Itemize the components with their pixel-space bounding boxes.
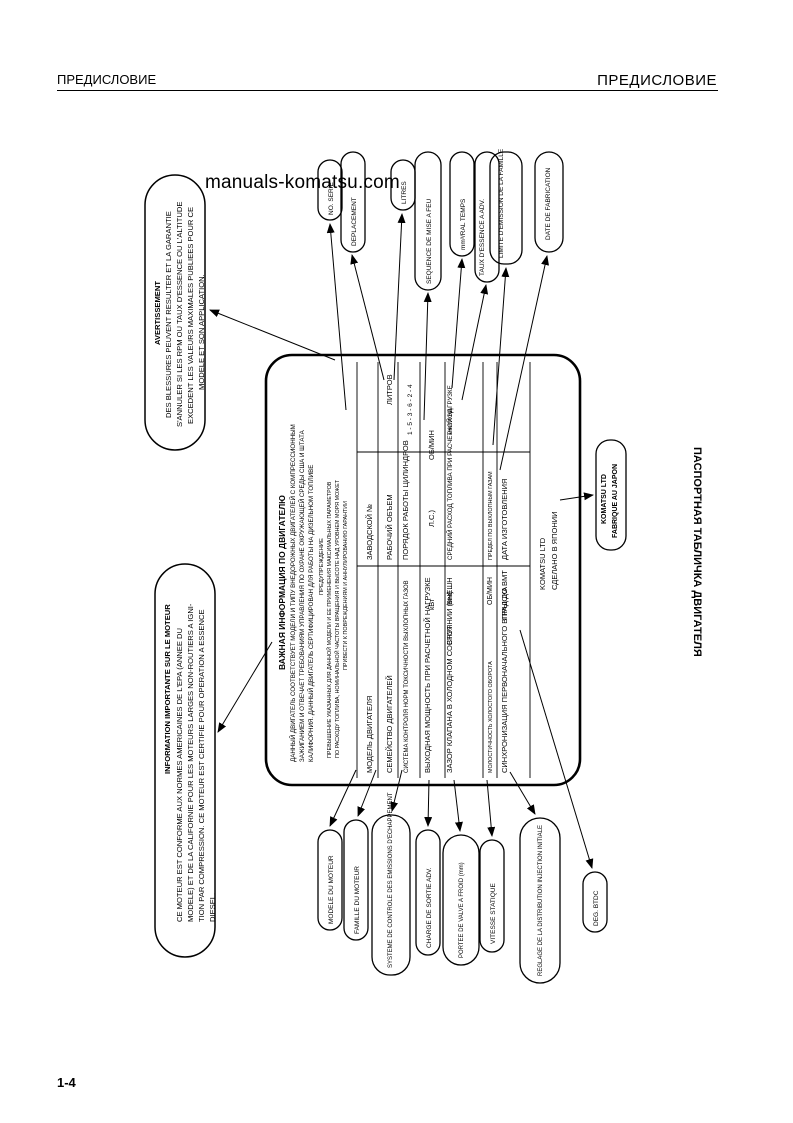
plate-power-label: ВЫХОДНАЯ МОЩНОСТЬ ПРИ РАСЧЕТНОЙ НАГРУЗКЕ xyxy=(423,577,432,773)
callout-emission-limit: LIMITE D'EMISSION DE LA FAMILLE xyxy=(498,148,505,258)
plate-serial-label: ЗАВОДСКОЙ № xyxy=(365,504,374,560)
info-line-1: CE MOTEUR EST CONFORME AUX NORMES AMERIC… xyxy=(175,628,184,922)
header-right-title: ПРЕДИСЛОВИЕ xyxy=(597,72,717,89)
engine-plate: ВАЖНАЯ ИНФОРМАЦИЯ ПО ДВИГАТЕЛЮ ДАННЫЙ ДВ… xyxy=(264,353,582,787)
callout-fuel-stroke: mm³/RAL TEMPS xyxy=(460,198,467,250)
plate-btdc: ГРАД ДО ВМТ xyxy=(500,570,509,620)
info-line-3: TION PAR COMPRESSION. CE MOTEUR EST CERT… xyxy=(197,609,206,922)
plate-valve-label: ЗАЗОР КЛАПАНА В ХОЛОДНОМ СОСТОЯНИИ (мм) xyxy=(445,591,454,773)
plate-caution-2: ПО РАСХОДУ ТОПЛИВА, НОМИНАЛЬНОЙ ЧАСТОТЫ … xyxy=(333,479,341,758)
callout-engine-model: MODELE DU MOTEUR xyxy=(328,855,335,924)
plate-limit-label: ПРЕДЕЛ ПО ВЫХЛОПНЫМ ГАЗАМ xyxy=(488,471,494,560)
plate-kw: кВт xyxy=(427,598,436,610)
plate-fuel-unit: мм³/ХОД xyxy=(447,408,454,435)
plate-caution-1: ПРЕВЫШЕНИЕ УКАЗАННЫХ ДЛЯ ДАННОЙ МОДЕЛИ И… xyxy=(325,481,333,758)
plate-maker: KOMATSU LTD xyxy=(538,537,547,590)
warning-line-1: DES BLESSURES PEUVENT RESULTER ET LA GAR… xyxy=(164,211,173,418)
warning-line-4: MODELE ET SON APPLICATION. xyxy=(197,274,206,390)
plate-firing-value: 1 - 5 - 3 - 6 - 2 - 4 xyxy=(407,384,414,435)
plate-date-label: ДАТА ИЗГОТОВЛЕНИЯ xyxy=(500,479,509,560)
plate-intro-3: КАЛИФОРНИЯ. ДАННЫЙ ДВИГАТЕЛЬ СЕРТИФИЦИРО… xyxy=(307,465,315,762)
warning-box: AVERTISSEMENT DES BLESSURES PEUVENT RESU… xyxy=(144,174,206,451)
plate-emission-label: СИСТЕМА КОНТРОЛЯ НОРМ ТОКСИЧНОСТИ ВЫХЛОП… xyxy=(404,580,410,773)
warning-line-2: S'ANNULER SI LES RPM OU TAUX D'ESSENCE O… xyxy=(175,202,184,427)
callout-displacement: DEPLACEMENT xyxy=(351,197,358,246)
leader-lines xyxy=(209,213,594,869)
callout-rated-load: CHARGE DE SORTIE ADV. xyxy=(426,867,433,948)
side-title: ПАСПОРТНАЯ ТАБЛИЧКА ДВИГАТЕЛЯ xyxy=(691,447,703,657)
plate-made-in: СДЕЛАНО В ЯПОНИИ xyxy=(550,511,559,590)
plate-liters-label: ЛИТРОВ xyxy=(385,374,394,405)
plate-fuel-label: СРЕДНИЙ РАСХОД ТОПЛИВА ПРИ РАСЧЕТНОЙ НАГ… xyxy=(446,385,454,560)
komatsu-box: KOMATSU LTD FABRIQUE AU JAPON xyxy=(595,439,627,551)
plate-rpm: ОБ/МИН xyxy=(427,430,436,460)
info-line-4: DIESEL. xyxy=(208,893,217,922)
info-title: INFORMATION IMPORTANTE SUR LE MOTEUR xyxy=(163,604,172,774)
callout-emission-system: SYSTEME DE CONTROLE DES EMISSIONS D'ECHA… xyxy=(388,792,394,968)
callout-liters: LITRES xyxy=(401,181,408,204)
plate-caution-title: ПРЕДУПРЕЖДЕНИЕ xyxy=(319,538,325,595)
warning-line-3: EXCEDENT LES VALEURS MAXIMALES PUBLIEES … xyxy=(186,207,195,424)
plate-ps: Л.С.) xyxy=(427,509,436,527)
callout-injection-timing: REGLAGE DE LA DISTRIBUTION INJECTION INI… xyxy=(538,825,544,976)
callout-deg-btdc: DEG. BTDC xyxy=(593,890,600,926)
top-callouts xyxy=(317,151,564,291)
callout-build-date: DATE DE FABRICATION xyxy=(545,167,552,240)
plate-exhaust: ВНЕШН xyxy=(445,577,454,605)
plate-caution-3: ПРИВЕСТИ К ПОВРЕЖДЕНИЯМ И АННУЛИРОВАНИЮ … xyxy=(343,501,349,670)
callout-serial: NO. SERIE xyxy=(328,181,335,215)
plate-model-label: МОДЕЛЬ ДВИГАТЕЛЯ xyxy=(365,696,374,773)
plate-family-label: СЕМЕЙСТВО ДВИГАТЕЛЕЙ xyxy=(385,675,394,773)
plate-idle-rpm: ОБ/МИН xyxy=(487,577,494,605)
plate-intro-2: ЗАЖИГАНИЕМ И ОТВЕЧАЕТ ТРЕБОВАНИЯМ УПРАВЛ… xyxy=(298,429,306,762)
info-box: INFORMATION IMPORTANTE SUR LE MOTEUR CE … xyxy=(154,563,217,958)
callout-static-speed: VITESSE STATIQUE xyxy=(490,883,497,944)
plate-firing-label: ПОРЯДОК РАБОТЫ ЦИЛИНДРОВ xyxy=(401,440,410,560)
page-number: 1-4 xyxy=(57,1075,76,1090)
info-line-2: MODELE) ET DE LA CALIFORNIE POUR LES MOT… xyxy=(186,603,195,922)
plate-intake: ВНУТ xyxy=(445,625,454,645)
callout-valve-lash: PORTEE DE VALVE A FROID (mm) xyxy=(459,862,465,958)
plate-displacement-label: РАБОЧИЙ ОБЪЕМ xyxy=(385,494,394,560)
header-rule xyxy=(57,90,718,91)
warning-title: AVERTISSEMENT xyxy=(153,281,162,345)
callout-fuel-rate: TAUX D'ESSENCE A ADV. xyxy=(479,199,486,276)
plate-timing-label: СИНХРОНИЗАЦИЯ ПЕРВОНАЧАЛЬНОГО ВПРЫСКА xyxy=(500,587,509,773)
header-left-title: ПРЕДИСЛОВИЕ xyxy=(57,72,157,87)
komatsu-box-line-1: KOMATSU LTD xyxy=(601,474,608,524)
plate-title: ВАЖНАЯ ИНФОРМАЦИЯ ПО ДВИГАТЕЛЮ xyxy=(277,495,287,670)
plate-idle-label: МОЛОСТИЧНОСТЬ ХОЛОСТОГО ОБОРОТА xyxy=(488,661,494,773)
plate-intro-1: ДАННЫЙ ДВИГАТЕЛЬ СООТВЕТСТВУЕТ МОДЕЛИ И … xyxy=(289,424,297,762)
callout-engine-family: FAMILLE DU MOTEUR xyxy=(354,866,361,934)
callout-firing-order: SEQUENCE DE MISE A FEU xyxy=(426,198,433,284)
watermark: manuals-komatsu.com xyxy=(205,172,400,193)
bottom-callouts xyxy=(317,814,608,984)
komatsu-box-line-2: FABRIQUE AU JAPON xyxy=(612,464,619,538)
